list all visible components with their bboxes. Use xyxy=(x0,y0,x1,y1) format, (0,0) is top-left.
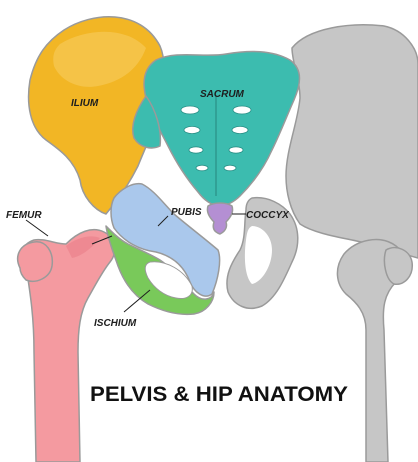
greater-trochanter xyxy=(18,242,53,281)
label-coccyx: COCCYX xyxy=(246,210,290,221)
label-femur: FEMUR xyxy=(6,210,42,221)
right-ilium xyxy=(286,25,418,258)
femur-leader xyxy=(26,220,48,236)
right-greater-trochanter xyxy=(384,248,412,285)
coccyx xyxy=(207,203,232,234)
label-ischium: ISCHIUM xyxy=(94,318,137,329)
sacrum xyxy=(144,52,299,206)
label-ilium: ILIUM xyxy=(71,98,99,109)
label-pubis: PUBIS xyxy=(171,207,202,218)
label-sacrum: SACRUM xyxy=(200,89,245,100)
diagram-title: PELVIS & HIP ANATOMY xyxy=(90,383,348,406)
